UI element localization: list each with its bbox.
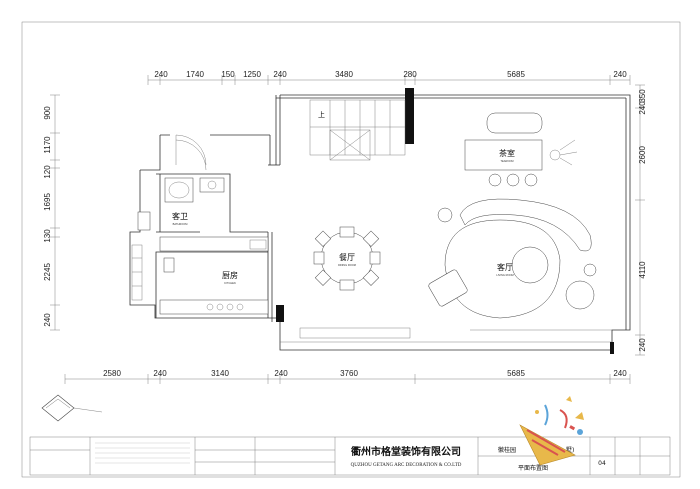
washbasin [199, 177, 225, 193]
bottom-dimension-line: 2580 240 3140 240 3760 5685 240 [64, 369, 631, 384]
tea-bench [486, 112, 543, 134]
dim-left-1: 900 [43, 106, 52, 120]
company-name-zh: 衢州市格堂装饰有限公司 [351, 445, 461, 458]
room-label-dining: 餐厅 [339, 253, 355, 262]
dim-bottom-3: 3140 [211, 369, 229, 378]
column-bottom-left [276, 305, 284, 322]
dim-right-2: 240 [638, 101, 647, 115]
dim-bottom-5: 3760 [340, 369, 358, 378]
room-label-kitchen-en: KITCHEN [224, 281, 236, 285]
dim-top-4: 1250 [243, 70, 261, 79]
dim-left-3: 120 [43, 165, 52, 179]
dim-left-5: 130 [43, 229, 52, 243]
title-block: 衢州市格堂装饰有限公司 QUZHOU GETANG ARC DECORATION… [29, 436, 671, 476]
room-label-bathroom: 客卫 [172, 211, 188, 221]
dim-left-6: 2245 [43, 263, 52, 281]
project-name-suffix: 墅) [566, 446, 574, 454]
drawing-title: 平面布置图 [518, 464, 548, 472]
column-bottom-right [610, 342, 614, 354]
curved-sofa [459, 198, 592, 252]
tea-room: 茶室 TEAROOM [464, 112, 578, 187]
logo-mark [41, 394, 103, 422]
project-name-prefix: 徽桂园 [498, 446, 516, 454]
stairs-up-label: 上 [318, 110, 325, 119]
right-dimension-line: 350 240 2600 4110 240 [635, 84, 647, 356]
staircase: 上 [309, 99, 406, 161]
fridge [163, 257, 175, 273]
dim-left-2: 1170 [43, 136, 52, 154]
entry-door-swing [175, 134, 207, 166]
dim-right-5: 240 [638, 338, 647, 352]
sheet-number: 04 [598, 460, 606, 467]
top-dimension-line: 240 1740 150 1250 240 3480 280 5685 240 [147, 70, 631, 85]
left-dimension-line: 900 1170 120 1695 130 2245 240 [43, 94, 60, 331]
dim-bottom-4: 240 [274, 369, 288, 378]
tea-table [464, 139, 543, 171]
toilet [137, 211, 151, 231]
living-rug [444, 219, 561, 319]
dim-left-7: 240 [43, 313, 52, 327]
kitchen: 厨房 KITCHEN [131, 236, 269, 315]
door-swing-bath [175, 139, 207, 171]
dim-right-3: 2600 [638, 146, 647, 164]
guest-bathroom: 客卫 BATHROOM [137, 139, 225, 231]
dim-bottom-2: 240 [153, 369, 167, 378]
kitchen-counter-bottom [159, 299, 269, 315]
sideboard [299, 327, 411, 339]
walls [129, 94, 631, 351]
kitchen-counter-top [159, 236, 269, 252]
dim-top-6: 3480 [335, 70, 353, 79]
dim-top-8: 5685 [507, 70, 525, 79]
room-label-tearoom-en: TEAROOM [500, 159, 513, 163]
column-center [405, 88, 414, 144]
room-label-tearoom: 茶室 [499, 148, 515, 158]
dim-right-1: 350 [638, 89, 647, 103]
drawing-border [21, 21, 681, 478]
dim-top-3: 150 [221, 70, 235, 79]
party-popper-sticker [519, 396, 584, 466]
dim-top-5: 240 [273, 70, 287, 79]
dim-left-4: 1695 [43, 193, 52, 211]
dim-top-1: 240 [154, 70, 168, 79]
armchair-left [428, 269, 468, 307]
room-label-dining-en: DINING ROOM [338, 263, 356, 267]
room-label-living-en: LIVING ROOM [496, 273, 513, 277]
dining-area: 餐厅 DINING ROOM [299, 226, 411, 339]
room-label-bathroom-en: BATHROOM [173, 222, 188, 226]
dim-top-9: 240 [613, 70, 627, 79]
coffee-table [511, 246, 549, 284]
dim-top-2: 1740 [186, 70, 204, 79]
company-name-en: QUZHOU GETANG ARC DECORATION & CO.LTD [351, 463, 462, 468]
room-label-kitchen: 厨房 [222, 270, 238, 280]
living-room: 客厅 LIVING ROOM [428, 198, 597, 319]
dim-bottom-7: 240 [613, 369, 627, 378]
dim-bottom-6: 5685 [507, 369, 525, 378]
structural-columns [276, 88, 614, 354]
dim-right-4: 4110 [638, 261, 647, 279]
dim-bottom-1: 2580 [103, 369, 121, 378]
room-label-living: 客厅 [497, 262, 513, 272]
lounge-chair [565, 280, 595, 310]
dim-top-7: 280 [403, 70, 417, 79]
